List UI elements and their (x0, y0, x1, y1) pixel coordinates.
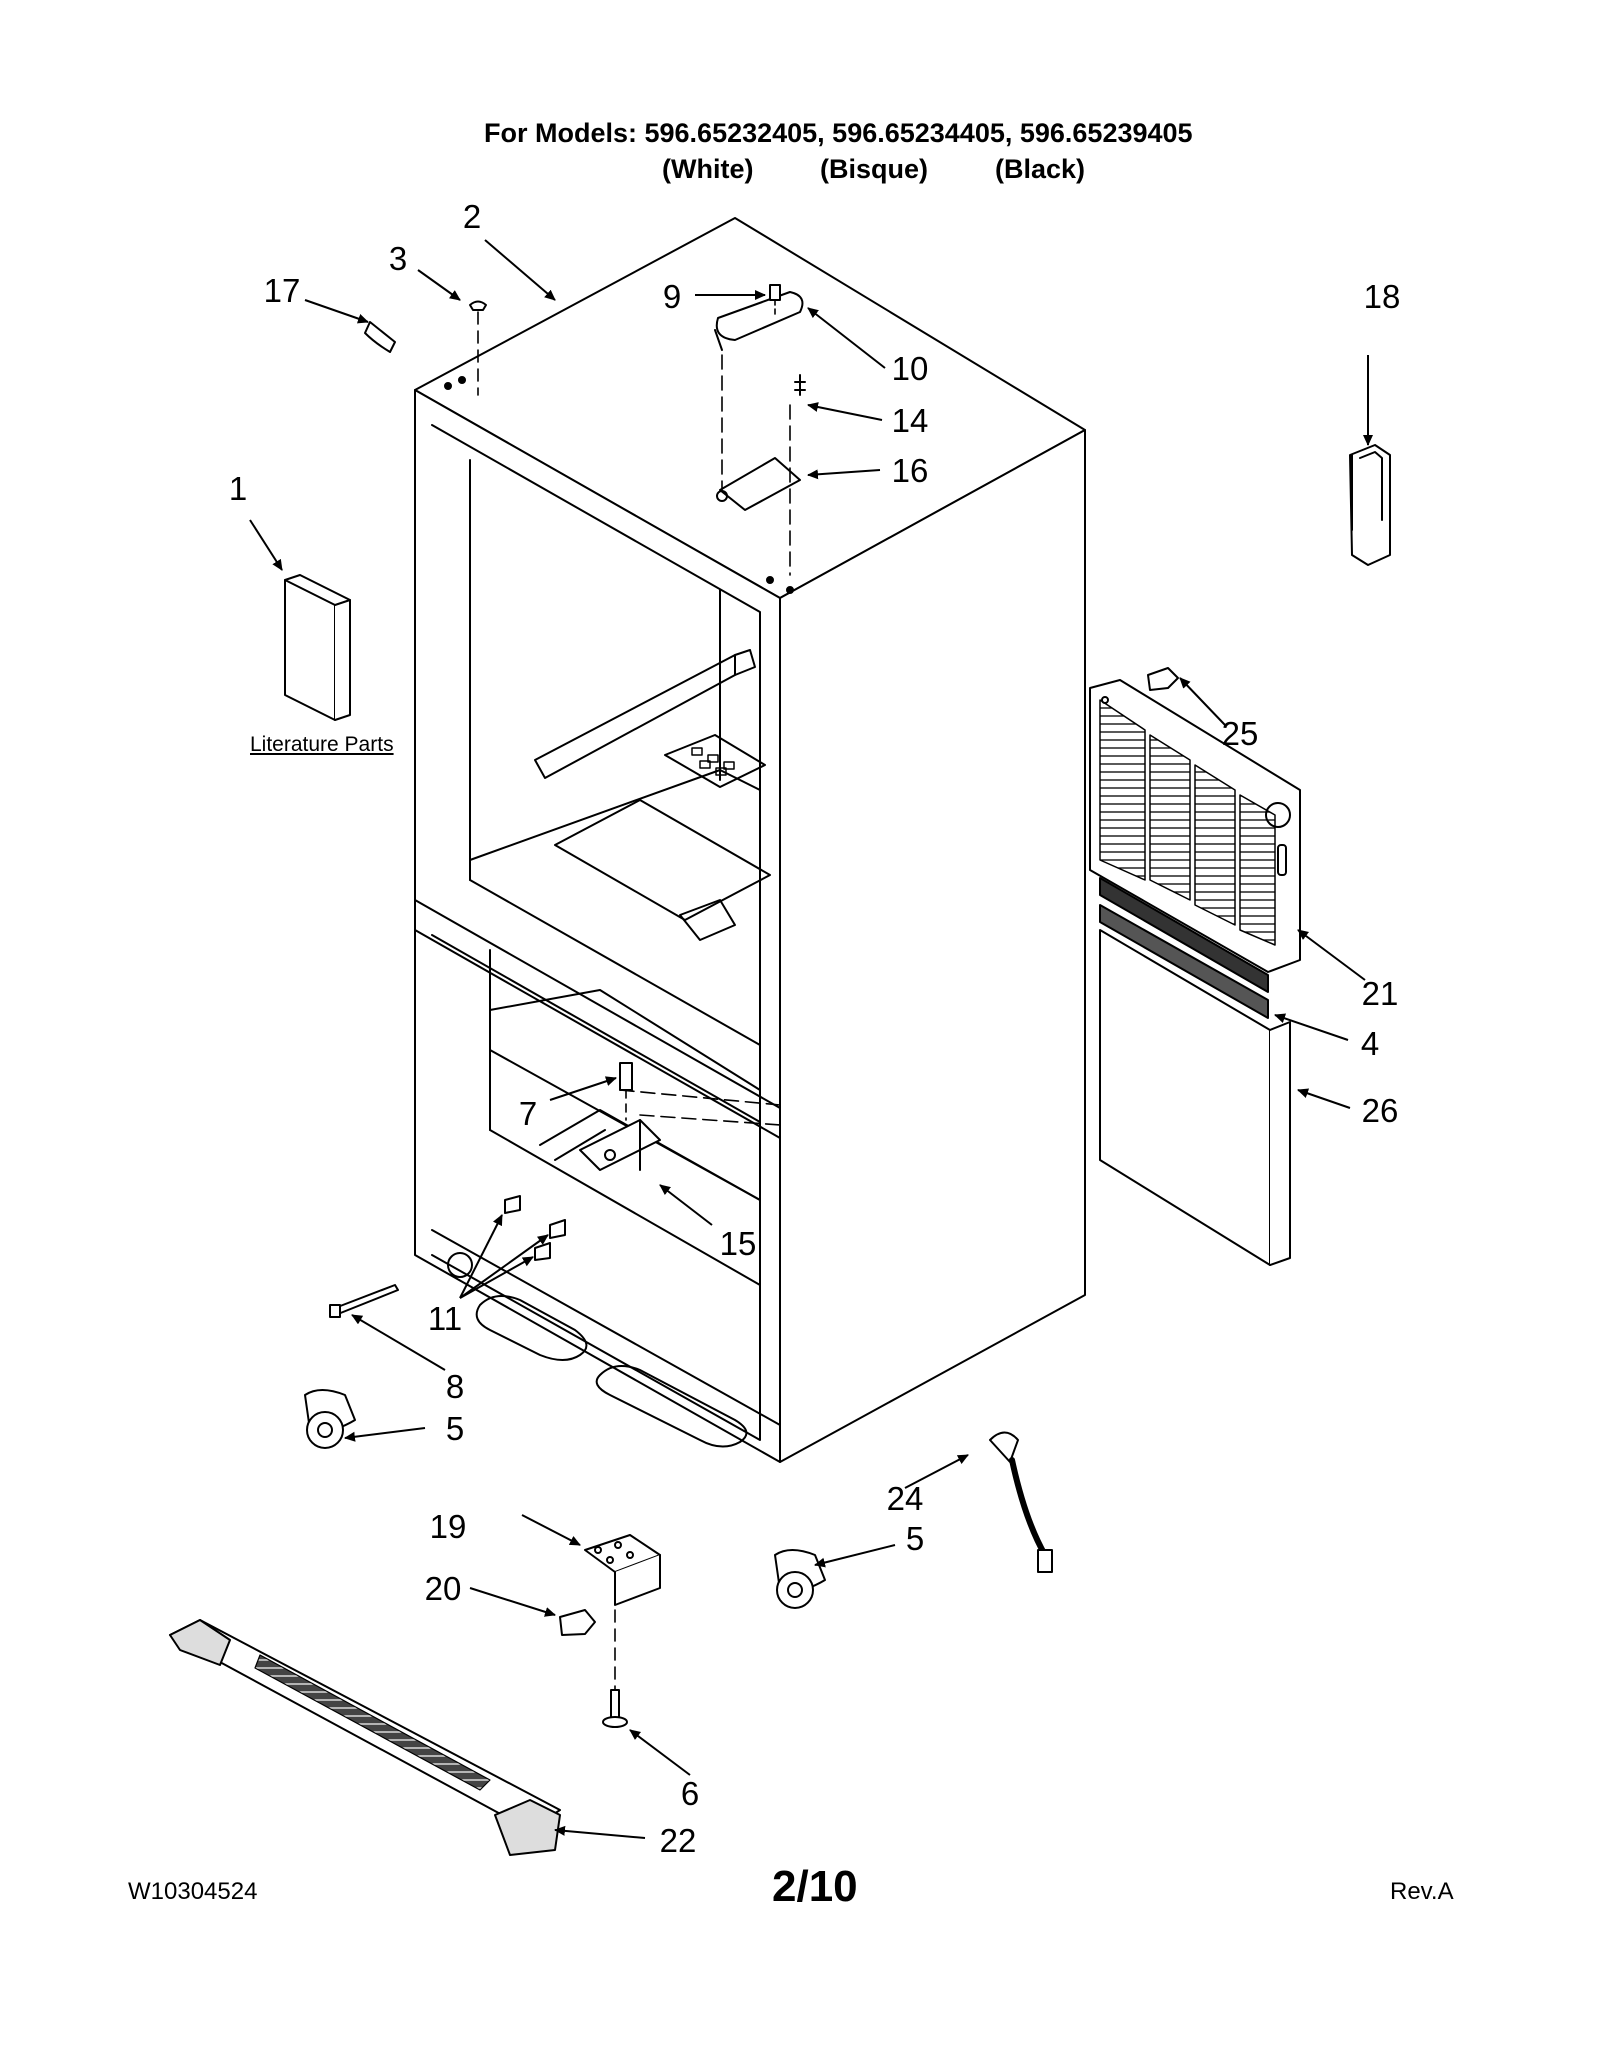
callout-3: 3 (389, 240, 407, 277)
part-21-rear-panel (1089, 679, 1301, 973)
callout-4: 4 (1361, 1025, 1379, 1062)
callout-5-left: 5 (446, 1410, 464, 1447)
part-7-pin (619, 1062, 633, 1121)
revision-label: Rev.A (1390, 1878, 1454, 1905)
callout-8: 8 (446, 1368, 464, 1405)
callout-10: 10 (892, 350, 929, 387)
part-22-toe-grille (169, 1619, 561, 1856)
part-11-screw-b (549, 1219, 566, 1239)
part-26-panel (1099, 929, 1271, 1266)
part-17-tape (364, 321, 396, 353)
document-number: W10304524 (128, 1878, 258, 1905)
part-1-literature (284, 574, 351, 721)
callout-9: 9 (663, 278, 681, 315)
part-15-lower-hinge (579, 1089, 781, 1171)
part-18-trim (1349, 444, 1391, 566)
part-25-screw (1147, 667, 1179, 691)
part-20-screw (559, 1609, 596, 1636)
part-24-harness (989, 1431, 1053, 1573)
callout-20: 20 (425, 1570, 462, 1607)
part-11-screw-a (504, 1195, 521, 1214)
callout-22: 22 (660, 1822, 697, 1859)
callout-17: 17 (264, 272, 301, 309)
variant-black: (Black) (995, 154, 1086, 184)
upper-hinge-assembly (714, 284, 806, 576)
callout-14: 14 (892, 402, 929, 439)
callout-1: 1 (229, 470, 247, 507)
callout-19: 19 (430, 1508, 467, 1545)
part-8-bolt (329, 1284, 399, 1318)
part-4-seal (1099, 877, 1269, 1019)
part-3-screw (469, 300, 487, 396)
callout-15: 15 (720, 1225, 757, 1262)
callout-24: 24 (887, 1480, 924, 1517)
variant-white: (White) (662, 154, 754, 184)
callout-25: 25 (1222, 715, 1259, 752)
callout-26: 26 (1362, 1092, 1399, 1129)
callout-6: 6 (681, 1775, 699, 1812)
part-5-roller-left (304, 1389, 356, 1449)
page-number: 2/10 (772, 1862, 858, 1911)
part-6-foot (602, 1609, 628, 1728)
callout-11: 11 (428, 1300, 462, 1337)
variant-bisque: (Bisque) (820, 154, 928, 184)
callout-16: 16 (892, 452, 929, 489)
callout-21: 21 (1362, 975, 1399, 1012)
callout-5-right: 5 (906, 1520, 924, 1557)
part-5-roller-right (774, 1549, 826, 1609)
part-19-bracket (584, 1534, 661, 1606)
callout-18: 18 (1364, 278, 1401, 315)
callout-2: 2 (463, 198, 481, 235)
callout-7: 7 (519, 1095, 537, 1132)
cabinet-shell (414, 217, 1086, 1463)
literature-parts-label: Literature Parts (250, 733, 394, 756)
models-heading: For Models: 596.65232405, 596.65234405, … (484, 118, 1193, 148)
